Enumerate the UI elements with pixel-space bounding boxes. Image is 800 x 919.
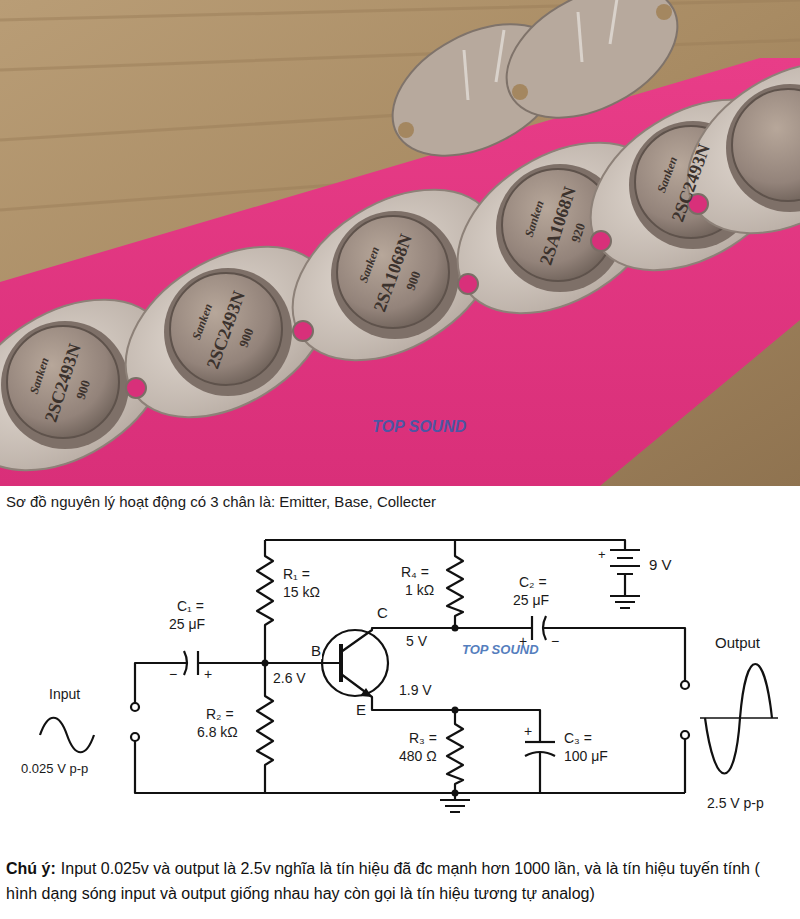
- component-label: C₁ =: [176, 598, 205, 614]
- junction-dot: [262, 660, 269, 667]
- junction-dot: [452, 625, 459, 632]
- signal-name: Output: [714, 634, 761, 651]
- component-value: 480 Ω: [398, 748, 438, 764]
- component-label: C₃ =: [563, 730, 593, 746]
- signal-amplitude: 0.025 V p-p: [20, 762, 89, 777]
- component-value: 25 μF: [512, 592, 550, 608]
- note-lead: Chú ý:: [6, 860, 56, 877]
- voltage-label: 1.9 V: [398, 682, 433, 698]
- junction-dot: [452, 707, 459, 714]
- component-label: R₃ =: [408, 730, 438, 746]
- component-value: 100 μF: [563, 748, 609, 764]
- signal-amplitude: 2.5 V p-p: [706, 795, 765, 811]
- diagram-heading: Sơ đồ nguyên lý hoạt động có 3 chân là: …: [6, 493, 436, 510]
- polarity-sign: −: [168, 666, 178, 682]
- pin-name: E: [355, 701, 367, 718]
- polarity-sign: +: [523, 723, 533, 739]
- polarity-sign: +: [203, 666, 213, 682]
- voltage-label: 2.6 V: [272, 670, 307, 686]
- component-label: R₄ =: [400, 564, 430, 580]
- pin-name: B: [310, 642, 322, 659]
- note-paragraph: Chú ý:Input 0.025v và output là 2.5v ngh…: [6, 856, 794, 906]
- emitter-arrow: [360, 688, 372, 697]
- voltage-label: 5 V: [405, 633, 428, 649]
- component-label: R₁ =: [282, 566, 311, 582]
- component-value: 25 μF: [168, 616, 206, 632]
- watermark: TOP SOUND: [372, 418, 466, 436]
- component-value: 15 kΩ: [282, 584, 321, 600]
- component-label: R₂ =: [205, 706, 235, 722]
- watermark: TOP SOUND: [462, 643, 539, 658]
- circuit-wires: [40, 540, 778, 812]
- junction-dot: [452, 790, 459, 797]
- polarity-sign: +: [597, 548, 607, 563]
- component-value: 6.8 kΩ: [196, 724, 239, 740]
- pin-name: C: [376, 604, 389, 621]
- component-label: C₂ =: [518, 574, 548, 590]
- voltage-label: 9 V: [648, 556, 673, 573]
- polarity-sign: −: [550, 633, 560, 649]
- signal-name: Input: [48, 686, 81, 702]
- note-text: Input 0.025v và output là 2.5v nghĩa là …: [6, 860, 760, 902]
- component-value: 1 kΩ: [404, 582, 435, 598]
